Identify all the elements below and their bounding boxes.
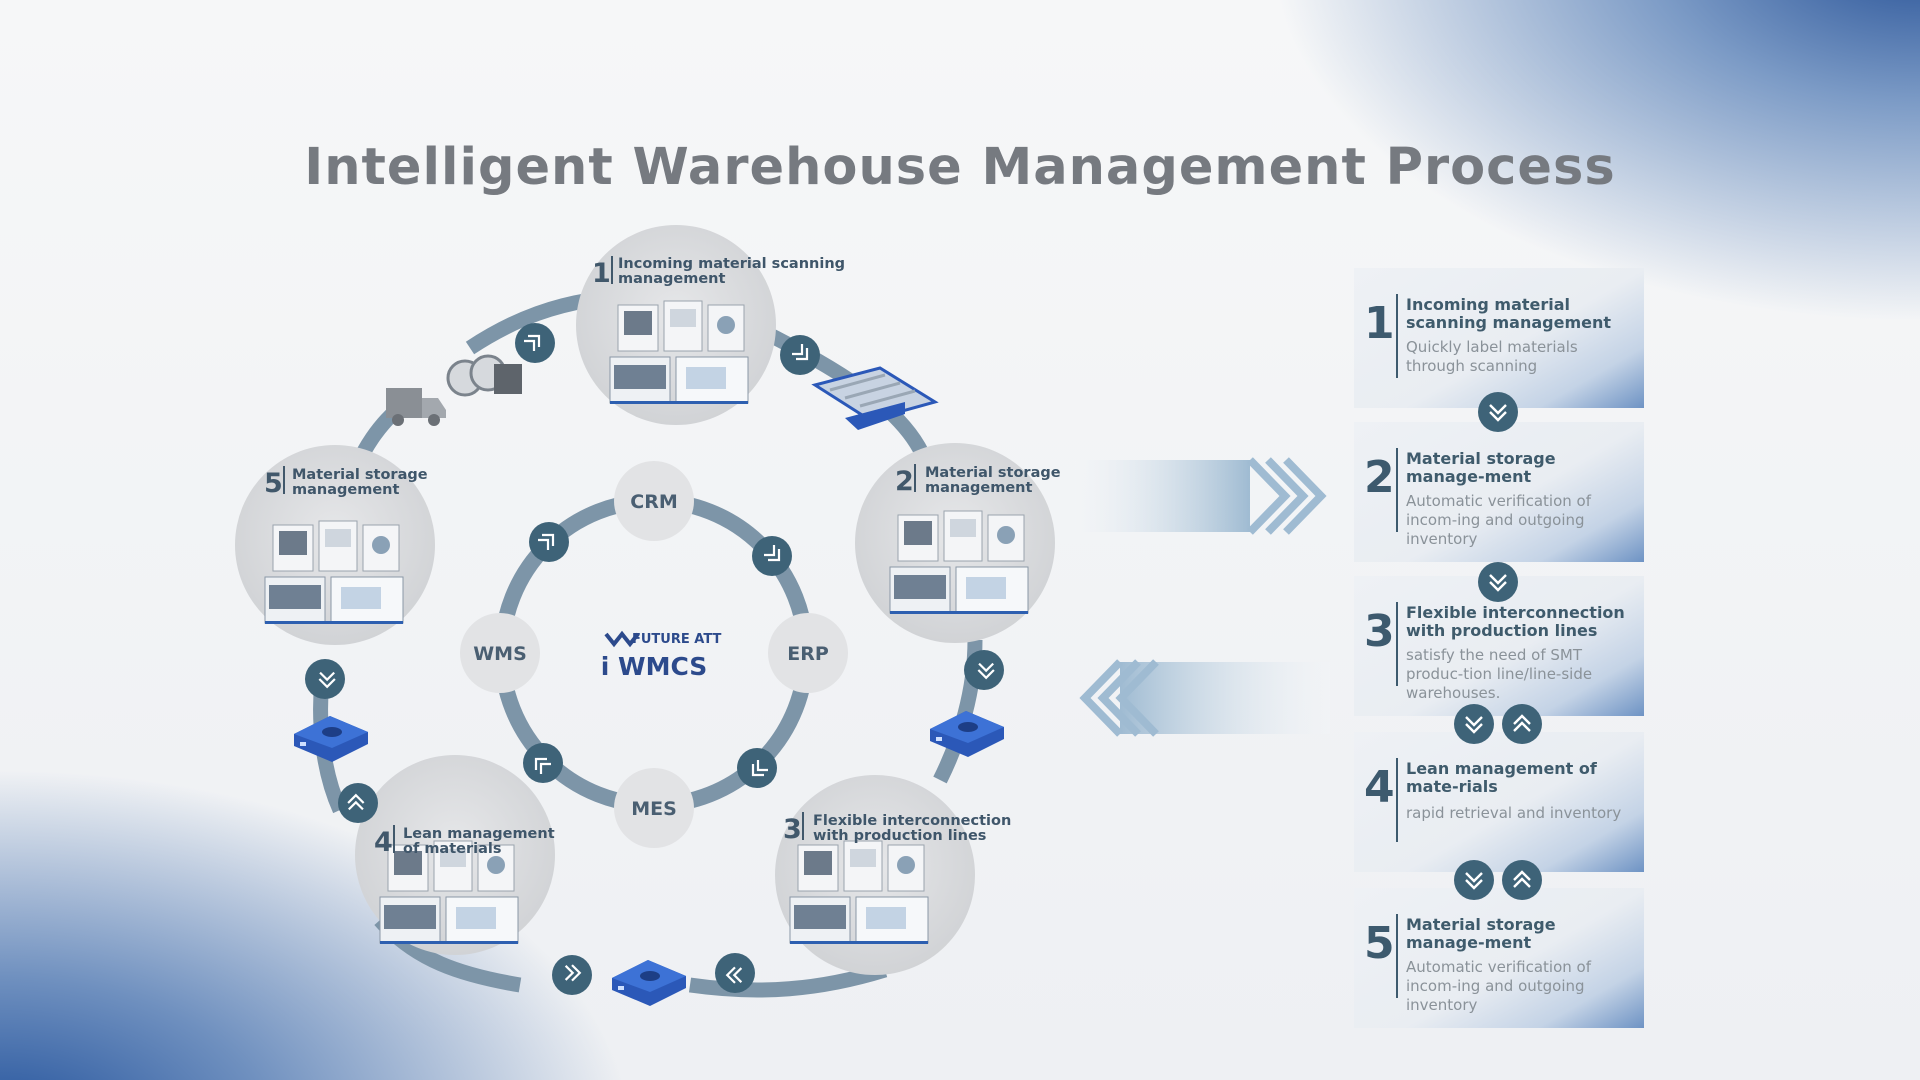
outer-chevron-icon — [778, 333, 822, 377]
process-card-4: 4 Lean management of mate-rials rapid re… — [1354, 732, 1644, 872]
hub-node-wms: WMS — [460, 613, 540, 693]
svg-text:of materials: of materials — [403, 841, 501, 857]
hub-product: i WMCS — [601, 652, 708, 681]
card-title: Lean management of mate-rials — [1406, 759, 1597, 796]
svg-text:Flexible interconnection: Flexible interconnection — [813, 813, 1011, 829]
svg-text:with production lines: with production lines — [813, 828, 986, 844]
card-divider — [1396, 914, 1398, 998]
inner-chevron-icon — [735, 746, 779, 790]
card-number: 5 — [1364, 918, 1395, 969]
return-arrow-band — [1079, 659, 1330, 737]
chevron-down-icon — [1478, 562, 1518, 602]
inner-chevron-icon — [521, 741, 565, 785]
card-divider — [1396, 602, 1398, 686]
hub-node-mes: MES — [614, 768, 694, 848]
card-title: Material storage manage-ment — [1406, 915, 1556, 952]
station-label-5: 5 Material storage management — [264, 466, 428, 499]
station-label-4: 4 Lean management of materials — [374, 825, 555, 858]
process-card-2: 2 Material storage manage-ment Automatic… — [1354, 422, 1644, 562]
svg-text:1: 1 — [592, 258, 611, 289]
svg-text:Incoming material scanning: Incoming material scanning — [618, 256, 845, 272]
card-description: rapid retrieval and inventory — [1406, 804, 1622, 822]
svg-text:Material storage: Material storage — [925, 465, 1061, 481]
agv-robot-icon — [294, 716, 368, 762]
inner-chevron-icon — [750, 534, 794, 578]
svg-text:5: 5 — [264, 468, 283, 499]
card-number: 2 — [1364, 452, 1395, 503]
chevron-up-icon — [1502, 860, 1542, 900]
svg-text:management: management — [618, 271, 725, 287]
svg-text:ERP: ERP — [787, 643, 829, 665]
hub-node-crm: CRM — [614, 461, 694, 541]
material-reel-icon — [446, 354, 522, 397]
hub-brand: FUTURE ATT — [632, 632, 721, 647]
station-1 — [576, 225, 776, 425]
agv-robot-icon — [612, 960, 686, 1006]
chevron-up-icon — [1502, 704, 1542, 744]
future-att-logo-icon — [604, 630, 640, 648]
station-2 — [855, 443, 1055, 643]
process-card-1: 1 Incoming material scanning management … — [1354, 268, 1644, 408]
card-number: 1 — [1364, 298, 1395, 349]
station-3 — [775, 775, 975, 975]
delivery-truck-icon — [386, 388, 446, 426]
svg-text:Material storage: Material storage — [292, 467, 428, 483]
chevron-down-icon — [1478, 392, 1518, 432]
station-label-2: 2 Material storage management — [895, 464, 1061, 497]
outer-chevron-icon — [513, 321, 557, 365]
agv-robot-icon — [930, 711, 1004, 757]
svg-text:3: 3 — [783, 814, 802, 845]
svg-text:2: 2 — [895, 466, 914, 497]
chevron-down-icon — [1454, 860, 1494, 900]
card-description: Automatic verification of incom-ing and … — [1406, 492, 1591, 548]
card-number: 3 — [1364, 606, 1395, 657]
forward-arrow-band — [1075, 457, 1327, 535]
page-title: Intelligent Warehouse Management Process — [304, 138, 1616, 197]
process-card-5: 5 Material storage manage-ment Automatic… — [1354, 888, 1644, 1028]
hub-node-erp: ERP — [768, 613, 848, 693]
svg-text:management: management — [292, 482, 399, 498]
station-label-1: 1 Incoming material scanning management — [592, 256, 845, 289]
card-divider — [1396, 294, 1398, 378]
card-title: Incoming material scanning management — [1406, 295, 1612, 332]
svg-text:management: management — [925, 480, 1032, 496]
outer-chevron-icon — [542, 945, 602, 1005]
card-description: Automatic verification of incom-ing and … — [1406, 958, 1591, 1014]
card-number: 4 — [1364, 762, 1395, 813]
card-title: Material storage manage-ment — [1406, 449, 1556, 486]
inner-chevron-icon — [527, 520, 571, 564]
station-label-3: 3 Flexible interconnection with producti… — [783, 812, 1011, 845]
card-description: satisfy the need of SMT produc-tion line… — [1406, 646, 1593, 702]
svg-text:CRM: CRM — [630, 491, 677, 513]
svg-text:MES: MES — [631, 798, 677, 820]
svg-text:WMS: WMS — [473, 643, 527, 665]
svg-text:Lean management: Lean management — [403, 826, 555, 842]
chevron-down-icon — [1454, 704, 1494, 744]
card-description: Quickly label materials through scanning — [1406, 338, 1578, 375]
svg-text:4: 4 — [374, 827, 393, 858]
station-4 — [355, 755, 555, 955]
card-title: Flexible interconnection with production… — [1406, 603, 1625, 640]
card-divider — [1396, 758, 1398, 842]
outer-chevron-icon — [295, 649, 355, 709]
card-divider — [1396, 448, 1398, 532]
conveyor-icon — [811, 366, 939, 430]
station-5 — [235, 445, 435, 645]
